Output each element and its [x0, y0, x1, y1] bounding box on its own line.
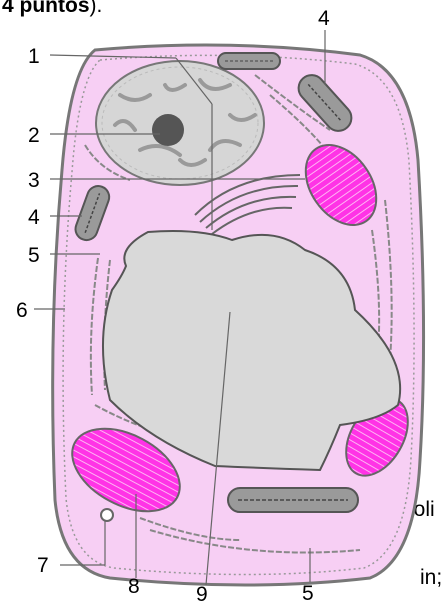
- nucleus: [96, 61, 264, 185]
- label-4: 4: [28, 206, 40, 229]
- label-6: 6: [16, 299, 28, 322]
- label-8: 8: [128, 575, 140, 598]
- label-top-right-4: 4: [318, 7, 330, 30]
- mitochondrion-top-small: [218, 53, 280, 69]
- label-bottom-5: 5: [302, 582, 314, 602]
- vesicle: [101, 509, 113, 521]
- mitochondrion-bottom: [228, 488, 358, 512]
- label-1: 1: [28, 45, 40, 68]
- label-9: 9: [196, 583, 208, 602]
- label-5: 5: [28, 244, 40, 267]
- nucleolus: [152, 114, 184, 146]
- label-2: 2: [28, 124, 40, 147]
- label-3: 3: [28, 169, 40, 192]
- label-7: 7: [37, 554, 49, 577]
